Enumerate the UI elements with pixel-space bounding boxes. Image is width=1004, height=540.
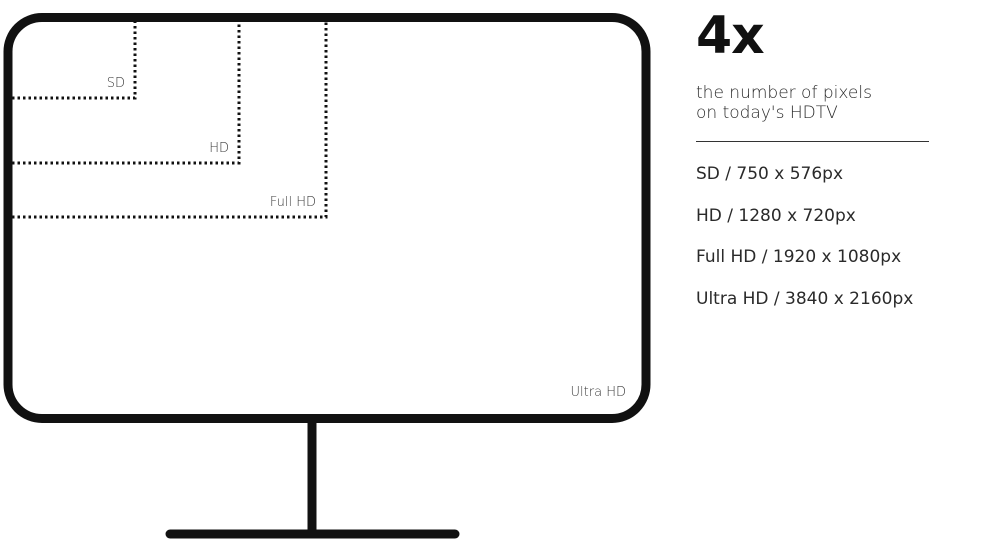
sd-frame-boundary [12, 22, 137, 100]
sd-frame-label: SD [107, 76, 125, 91]
full-hd-frame-label: Full HD [270, 195, 316, 210]
subtitle-line-2: on today's HDTV [696, 103, 838, 123]
tv-illustration: SD HD Full HD Ultra HD [3, 13, 651, 539]
full-hd-frame-boundary [12, 22, 328, 219]
hd-frame-label: HD [209, 141, 229, 156]
ultra-hd-frame-label: Ultra HD [571, 385, 626, 400]
headline-multiplier: 4x [696, 6, 765, 66]
spec-item-sd: SD / 750 x 576px [696, 164, 844, 184]
subtitle-line-1: the number of pixels [696, 83, 872, 103]
spec-item-ultra-hd: Ultra HD / 3840 x 2160px [696, 288, 914, 309]
tv-screen-outline [3, 13, 651, 423]
resolution-spec-list: SD / 750 x 576px HD / 1280 x 720px Full … [696, 164, 913, 330]
spec-item-full-hd: Full HD / 1920 x 1080px [696, 247, 902, 267]
headline-subtitle: the number of pixels on today's HDTV [696, 83, 956, 123]
spec-item-hd: HD / 1280 x 720px [696, 205, 856, 226]
hd-frame-boundary [12, 22, 241, 165]
divider-rule [696, 141, 929, 142]
